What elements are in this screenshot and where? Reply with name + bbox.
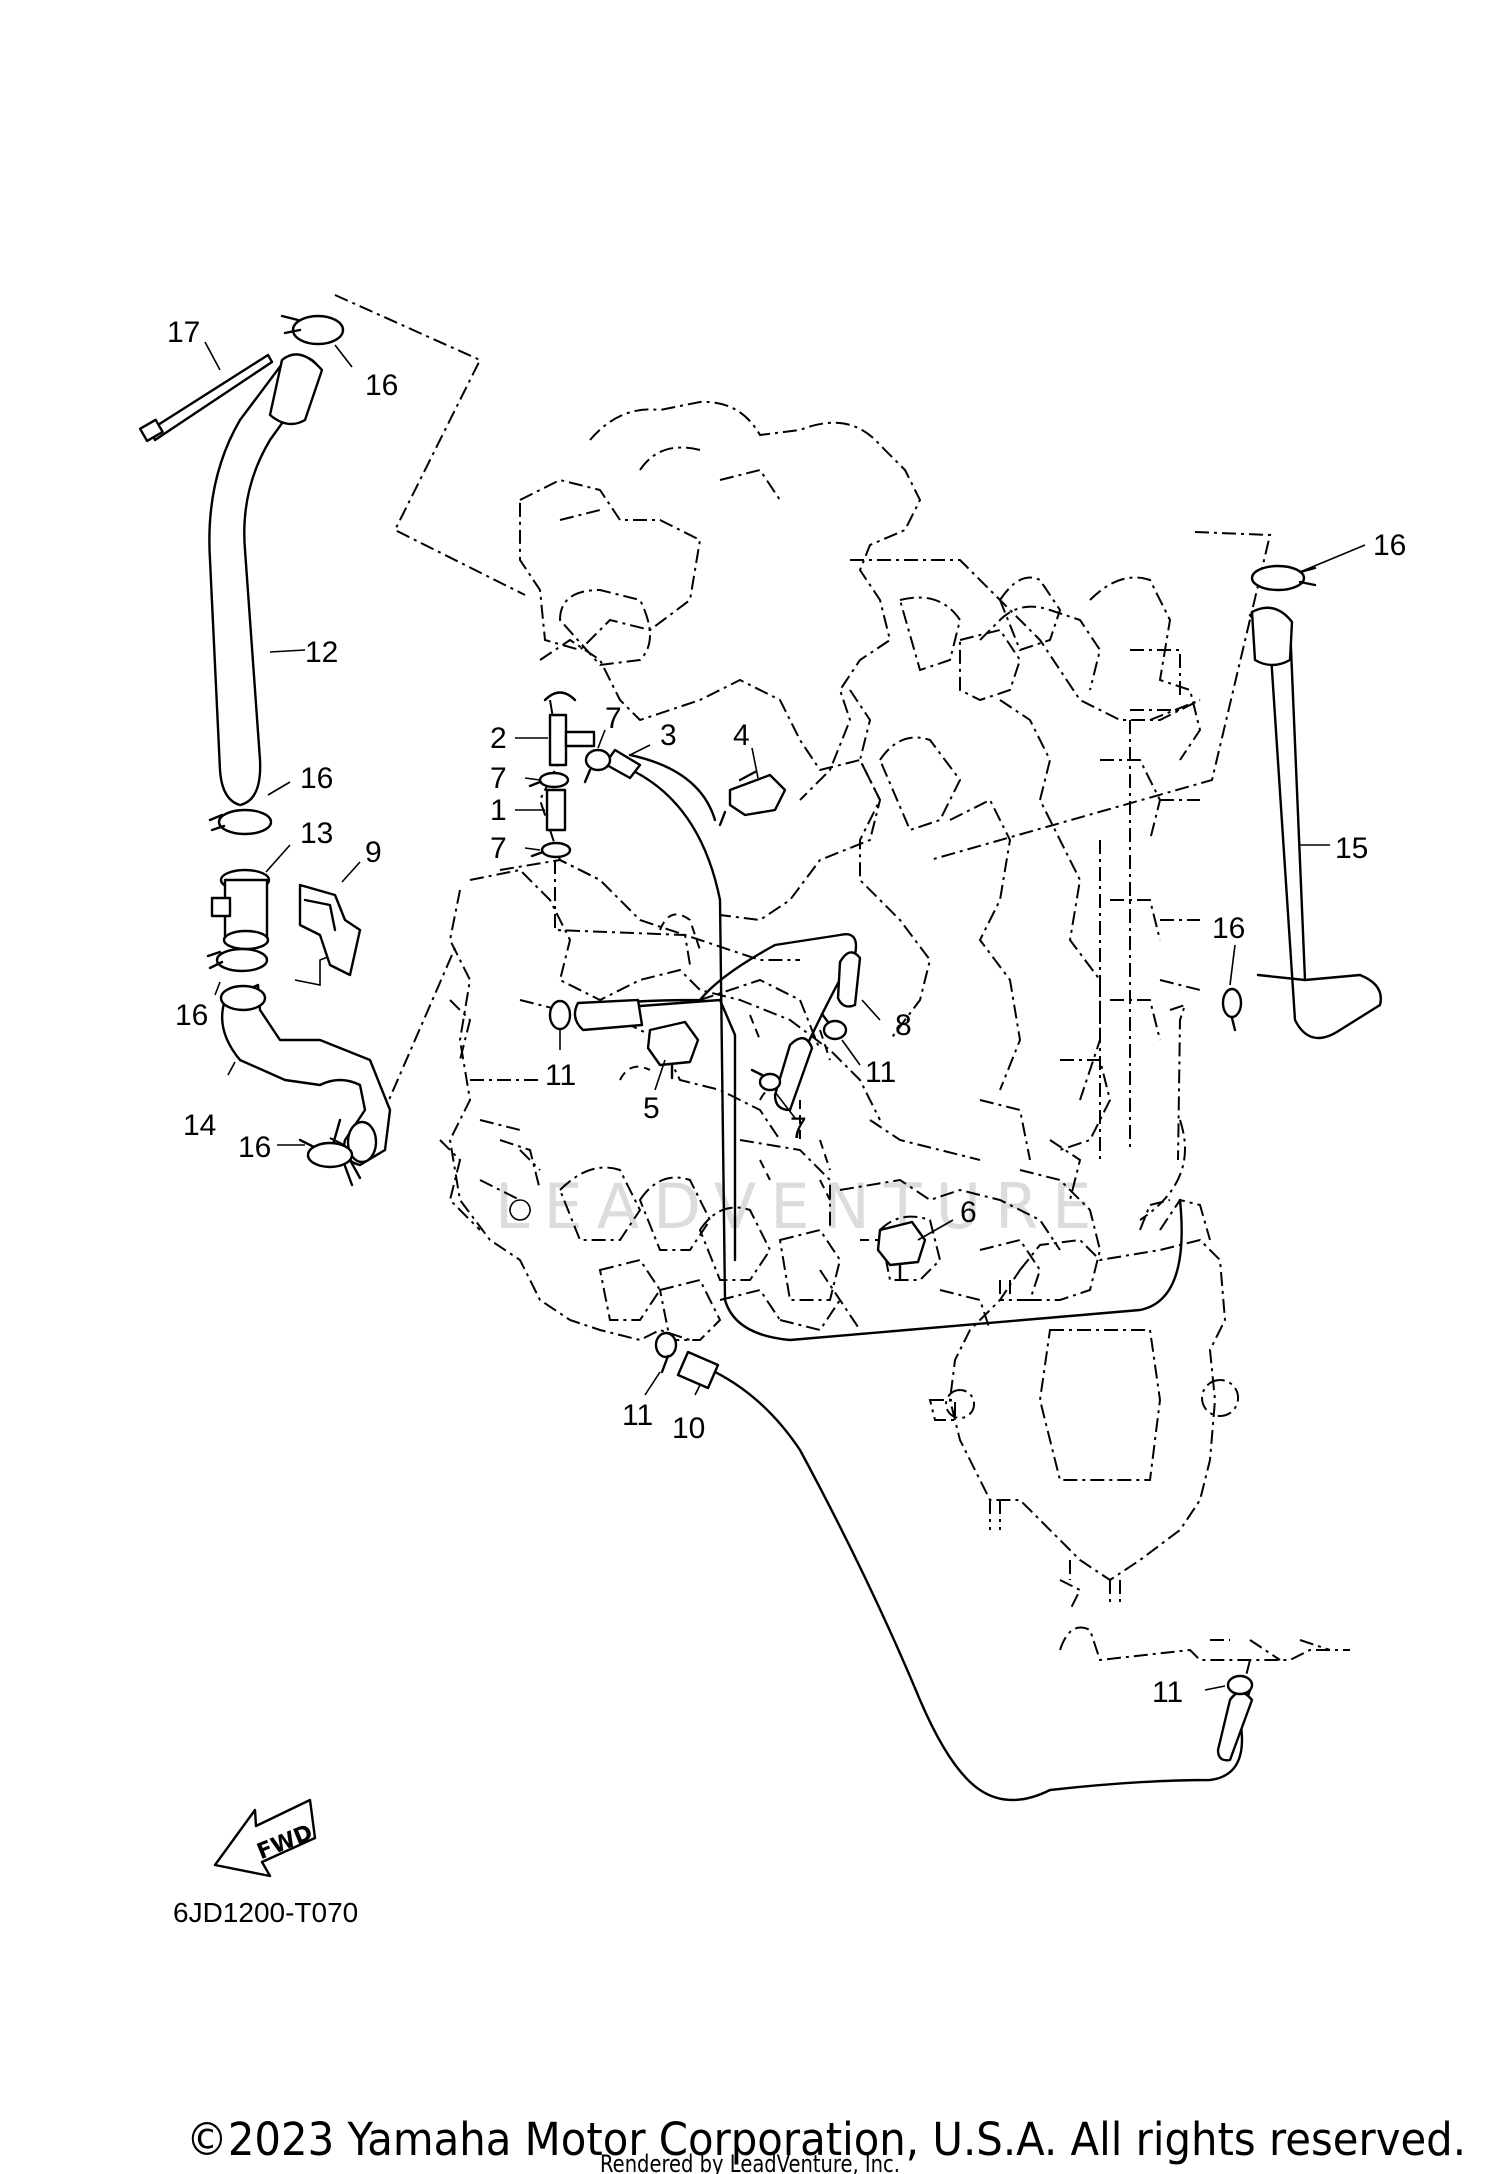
clamp-7c	[530, 841, 572, 859]
callout-12: 12	[305, 636, 338, 669]
hose-3	[623, 765, 1183, 1342]
callout-11: 11	[865, 1056, 896, 1089]
callout-16: 16	[1373, 529, 1406, 562]
leader-tee-down	[554, 860, 691, 966]
fuel-pump-assembly	[928, 1198, 1350, 1681]
clamp-16-mid	[208, 808, 273, 836]
callout-17: 17	[167, 316, 200, 349]
hose-8	[588, 933, 858, 1062]
holder-4	[718, 770, 787, 827]
clamp-7d	[750, 1068, 782, 1092]
callout-7: 7	[490, 762, 507, 795]
leader-hose12	[334, 294, 526, 596]
leader-lines	[204, 341, 1366, 1691]
callout-8: 8	[895, 1009, 912, 1042]
callout-15: 15	[1335, 832, 1368, 865]
callout-11: 11	[622, 1399, 653, 1432]
diagram-code: 6JD1200-T070	[173, 1897, 358, 1928]
callout-11: 11	[1152, 1676, 1183, 1709]
callout-3: 3	[660, 719, 677, 752]
hose-14	[221, 983, 392, 1167]
clamp-11d	[1226, 1674, 1254, 1696]
clamp-11a	[548, 999, 572, 1031]
callout-14: 14	[183, 1109, 216, 1142]
clamp-16-right-top	[1250, 564, 1317, 592]
callout-16: 16	[365, 369, 398, 402]
tee-joint-2	[543, 691, 596, 767]
callout-numbers: 17 16 12 16 13 9 16 14 16 2 7 3 4 7 1 7 …	[167, 316, 1406, 1709]
clamp-16-top	[280, 314, 345, 346]
fwd-arrow-icon: FWD	[213, 1798, 316, 1878]
hose-10	[698, 1363, 1252, 1802]
callout-16: 16	[300, 762, 333, 795]
leader-block-lower	[1139, 1119, 1186, 1221]
leader-hose15	[929, 531, 1272, 861]
callout-5: 5	[643, 1092, 660, 1125]
clamp-16-lower	[206, 947, 269, 973]
clamp-16-bottom	[306, 1141, 362, 1187]
callout-7: 7	[490, 832, 507, 865]
clamp-11c	[654, 1331, 678, 1374]
rendered-by-text: Rendered by LeadVenture, Inc.	[600, 2150, 900, 2174]
callout-16: 16	[1212, 912, 1245, 945]
watermark: LEADVENTURE	[495, 1170, 1105, 1243]
leader-clamp16f	[1169, 1003, 1187, 1161]
callout-7: 7	[605, 702, 622, 735]
callout-16: 16	[238, 1131, 271, 1164]
callout-1: 1	[490, 794, 507, 827]
callout-10: 10	[672, 1412, 705, 1445]
callout-6: 6	[960, 1196, 977, 1229]
callout-16: 16	[175, 999, 208, 1032]
callout-11: 11	[545, 1059, 576, 1092]
clamp-16-right-mid	[1221, 987, 1243, 1032]
callout-4: 4	[733, 719, 750, 752]
callout-2: 2	[490, 722, 507, 755]
hose-12	[208, 355, 322, 807]
bracket-9	[298, 883, 362, 977]
holder-5	[646, 1020, 700, 1080]
clamp-11b	[820, 1012, 848, 1041]
holder-6	[876, 1220, 927, 1282]
callout-7: 7	[790, 1112, 807, 1145]
copyright-text: ©2023 Yamaha Motor Corporation, U.S.A. A…	[186, 2113, 1466, 2166]
clamp-7a	[583, 748, 612, 784]
hose-15	[1248, 612, 1382, 1040]
cable-tie-17	[138, 353, 274, 443]
callout-9: 9	[365, 836, 382, 869]
joint-1	[545, 788, 567, 832]
joint-13	[210, 868, 271, 951]
callout-13: 13	[300, 817, 333, 850]
